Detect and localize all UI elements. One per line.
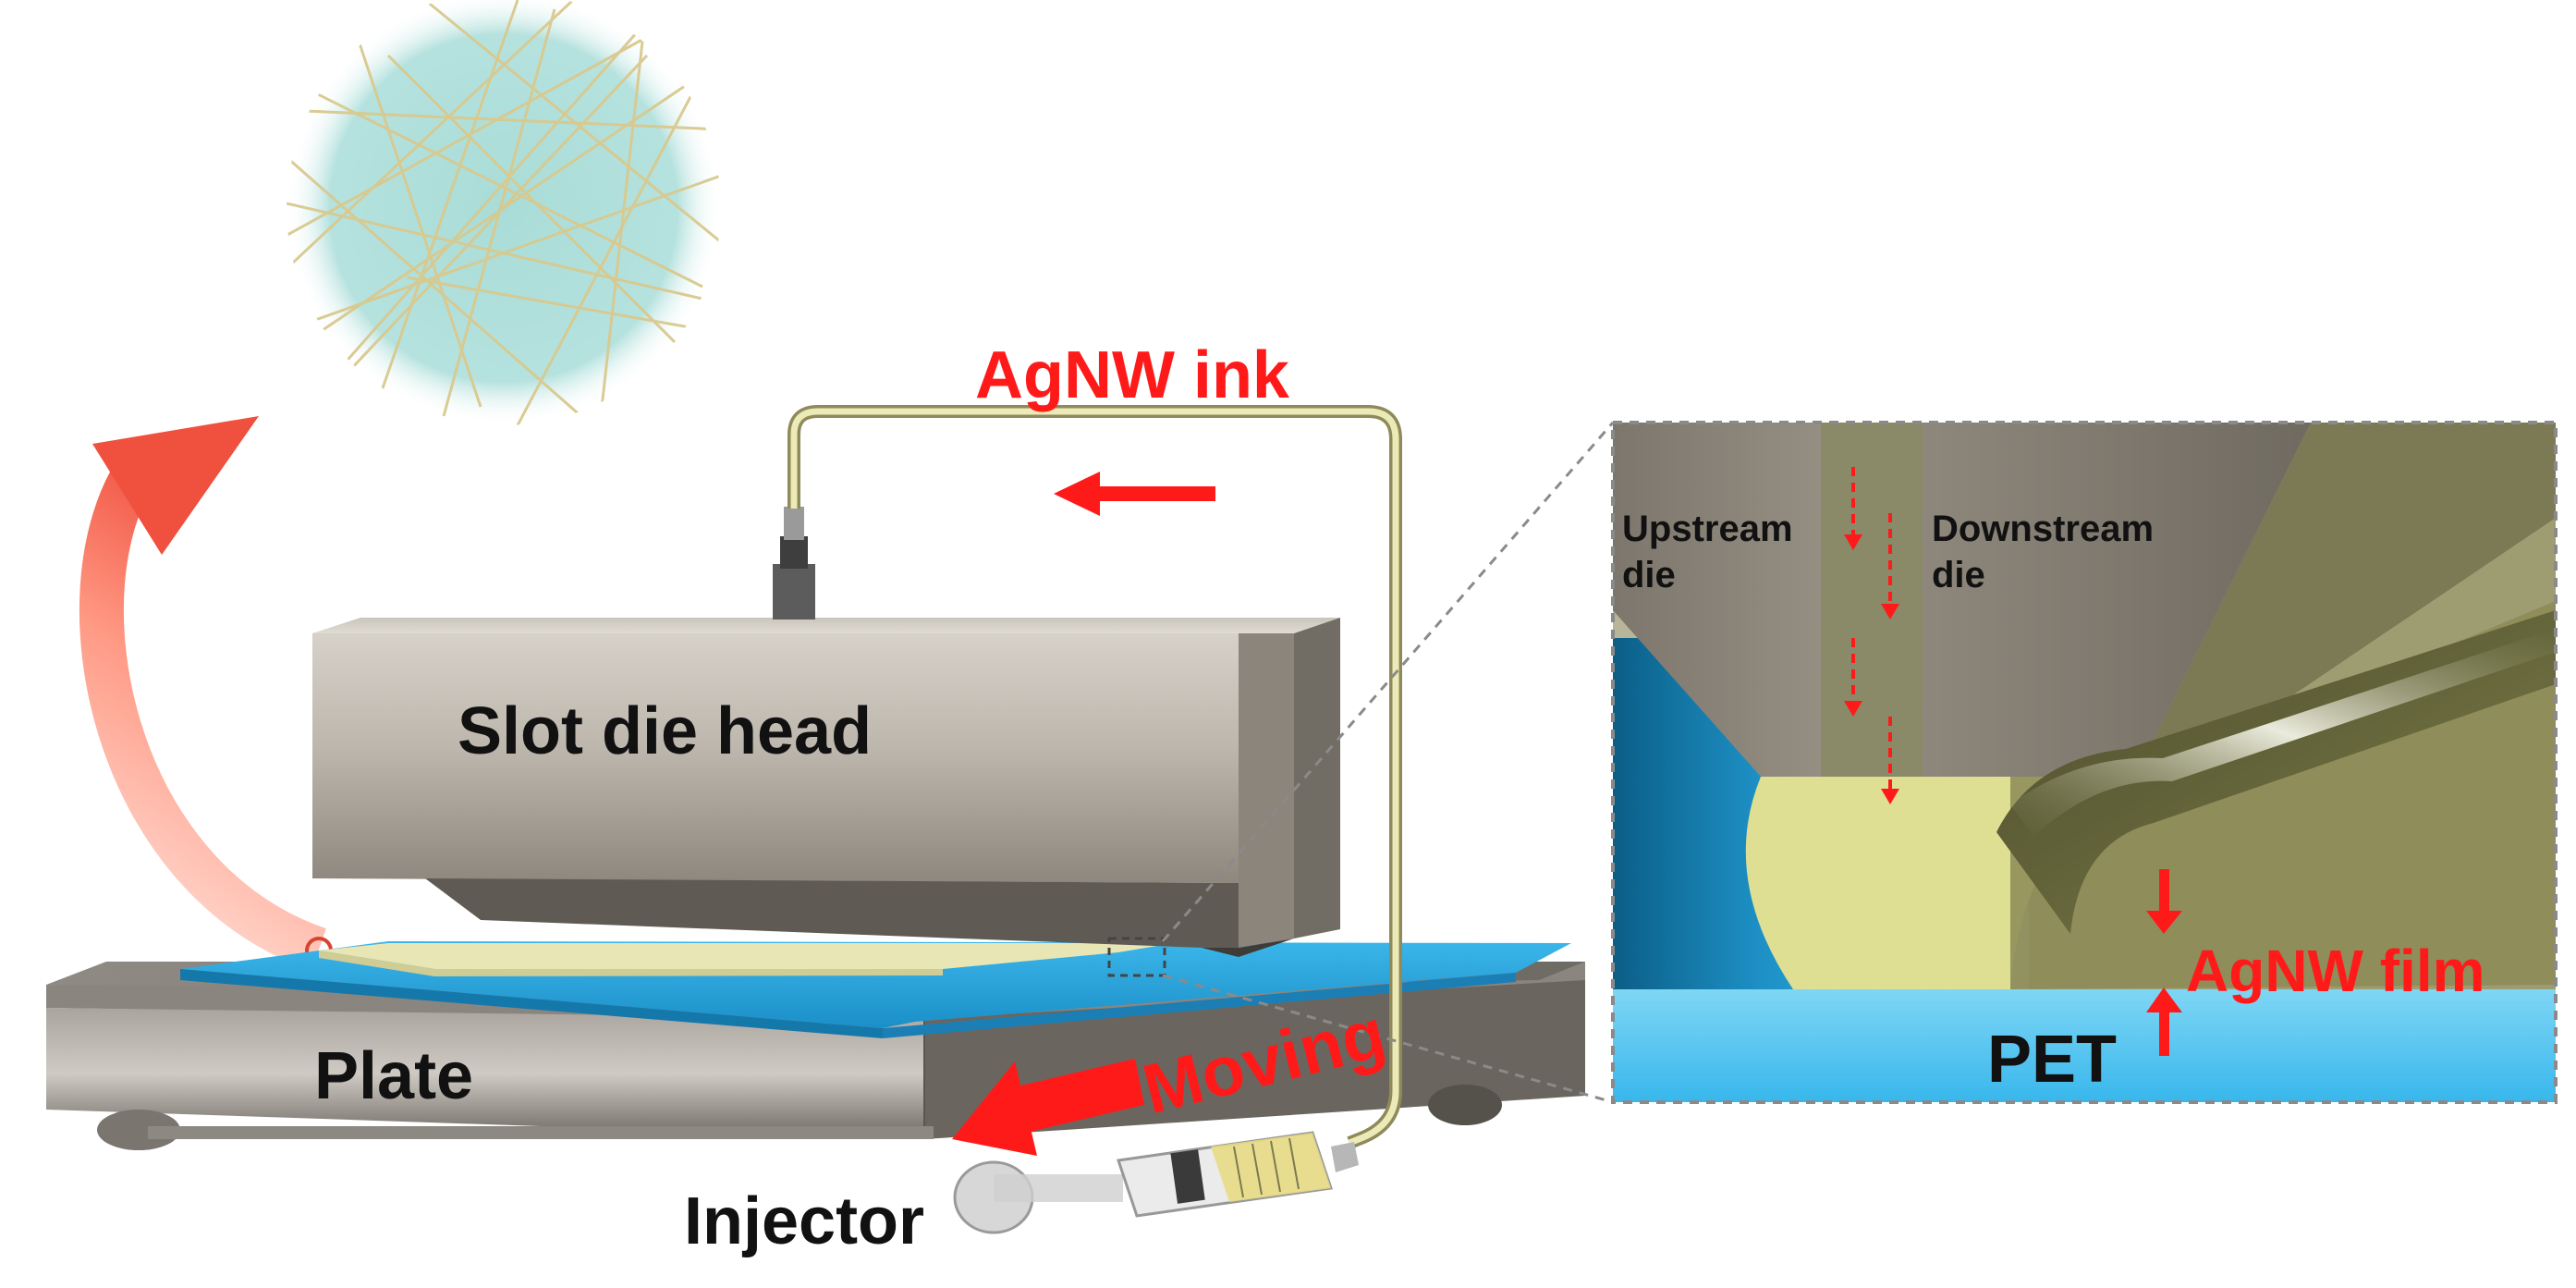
upstream-label-line1: Upstream — [1622, 509, 1793, 549]
nanowire-magnified-circle-icon — [287, 0, 721, 425]
moving-arrow-icon — [952, 1059, 1144, 1156]
cross-section-inset — [1611, 421, 2558, 1104]
downstream-label-line2: die — [1932, 555, 1985, 595]
zoom-lines — [1161, 422, 1615, 1104]
ink-tube — [787, 405, 1402, 1149]
downstream-label-line1: Downstream — [1932, 509, 2154, 549]
head-label: Slot die head — [458, 694, 872, 768]
injector-syringe — [953, 1131, 1359, 1234]
curved-transfer-arrow-icon — [79, 416, 333, 971]
slot-die-head — [312, 507, 1340, 977]
pet-label: PET — [1987, 1023, 2117, 1097]
upstream-label-line2: die — [1622, 555, 1676, 595]
ink-flow-arrow-icon — [1054, 472, 1215, 516]
film-label: AgNW film — [2186, 938, 2485, 1004]
ink-label: AgNW ink — [975, 338, 1290, 412]
plate-label: Plate — [314, 1039, 473, 1113]
agnw-film-coated — [319, 943, 1174, 976]
film-thickness-arrows-icon — [2146, 869, 2182, 1056]
injector-label: Injector — [684, 1184, 924, 1258]
